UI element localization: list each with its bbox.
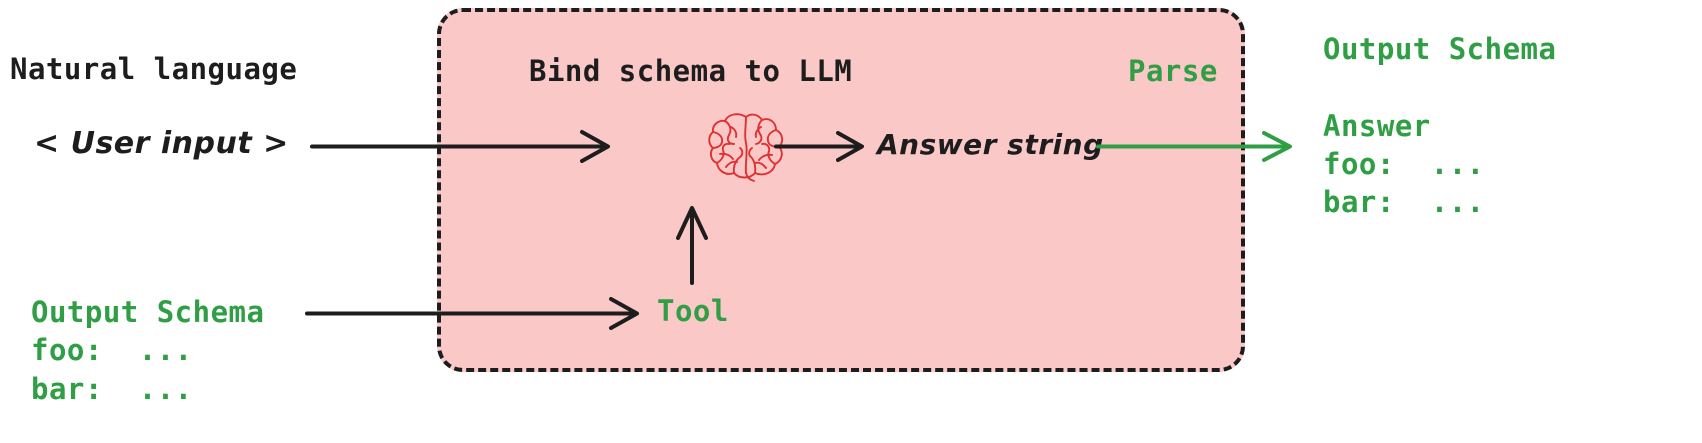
parse-label: Parse	[1128, 54, 1218, 88]
user-input-text: < User input >	[34, 126, 289, 161]
llm-container-box	[437, 8, 1245, 372]
bind-schema-label: Bind schema to LLM	[529, 54, 853, 88]
tool-label: Tool	[657, 294, 729, 328]
brain-icon	[706, 110, 786, 182]
output-schema-block: Output Schema Answer foo: ... bar: ...	[1323, 32, 1557, 220]
natural-language-heading: Natural language	[10, 52, 298, 86]
answer-string-text: Answer string	[877, 128, 1104, 161]
input-output-schema-block: Output Schema foo: ... bar: ...	[31, 295, 265, 406]
